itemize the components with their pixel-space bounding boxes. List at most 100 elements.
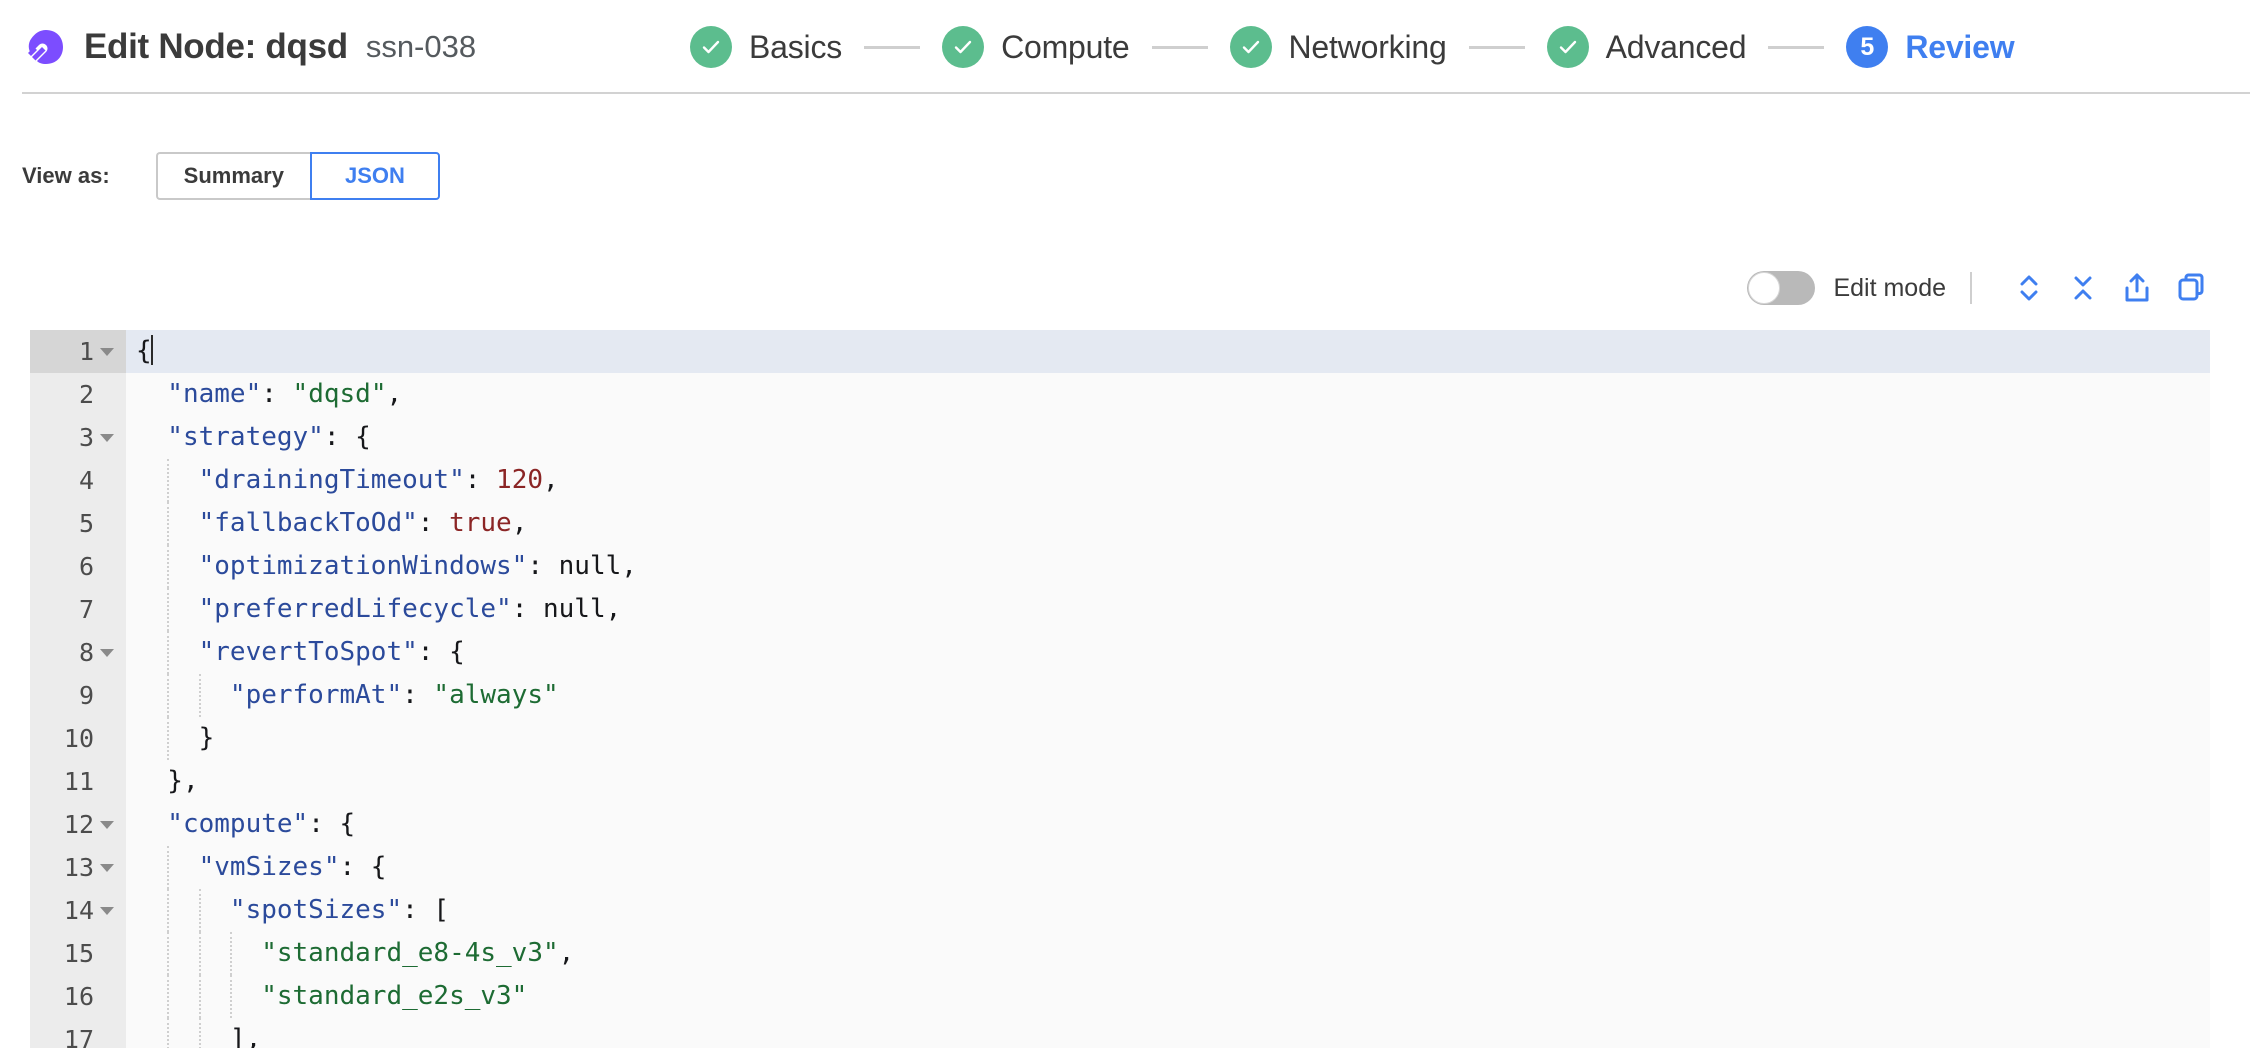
code-text: } bbox=[126, 717, 2210, 760]
line-gutter: 14 bbox=[30, 889, 126, 932]
line-gutter: 3 bbox=[30, 416, 126, 459]
json-token-punc: , bbox=[386, 379, 403, 409]
json-token-key: "revertToSpot" bbox=[136, 637, 418, 667]
line-gutter: 1 bbox=[30, 330, 126, 373]
json-token-str: "standard_e2s_v3" bbox=[136, 981, 528, 1011]
code-line[interactable]: 17 ], bbox=[30, 1018, 2210, 1048]
json-editor[interactable]: 1{2 "name": "dqsd",3 "strategy": {4 "dra… bbox=[30, 330, 2210, 1048]
indent-guide bbox=[167, 1018, 170, 1048]
json-token-key: "spotSizes" bbox=[136, 895, 403, 925]
code-line[interactable]: 14 "spotSizes": [ bbox=[30, 889, 2210, 932]
step-basics[interactable]: Basics bbox=[690, 26, 842, 68]
line-gutter: 9 bbox=[30, 674, 126, 717]
indent-guide bbox=[229, 932, 232, 975]
json-token-punc: , bbox=[558, 938, 575, 968]
copy-icon[interactable] bbox=[2170, 267, 2212, 309]
line-number: 7 bbox=[78, 595, 94, 624]
code-line[interactable]: 8 "revertToSpot": { bbox=[30, 631, 2210, 674]
json-token-punc: : { bbox=[417, 637, 465, 667]
indent-guide bbox=[167, 717, 170, 760]
edit-mode-toggle[interactable] bbox=[1747, 271, 1816, 305]
step-advanced-label: Advanced bbox=[1605, 28, 1747, 65]
indent-guide bbox=[198, 674, 201, 717]
line-number: 2 bbox=[78, 380, 94, 409]
step-review[interactable]: 5 Review bbox=[1846, 26, 2015, 68]
code-line[interactable]: 7 "preferredLifecycle": null, bbox=[30, 588, 2210, 631]
indent-guide bbox=[167, 545, 170, 588]
json-token-punc: : bbox=[402, 680, 434, 710]
export-icon[interactable] bbox=[2116, 267, 2158, 309]
fold-toggle-icon[interactable] bbox=[96, 906, 118, 915]
step-review-number-badge: 5 bbox=[1846, 26, 1889, 68]
line-gutter: 6 bbox=[30, 545, 126, 588]
code-line[interactable]: 11 }, bbox=[30, 760, 2210, 803]
json-token-punc: : { bbox=[323, 422, 371, 452]
fold-toggle-icon[interactable] bbox=[96, 648, 118, 657]
code-line[interactable]: 13 "vmSizes": { bbox=[30, 846, 2210, 889]
collapse-all-icon[interactable] bbox=[2062, 267, 2104, 309]
step-networking[interactable]: Networking bbox=[1229, 26, 1447, 68]
code-line[interactable]: 12 "compute": { bbox=[30, 803, 2210, 846]
page-title: Edit Node: dqsd bbox=[84, 27, 348, 66]
code-line[interactable]: 16 "standard_e2s_v3" bbox=[30, 975, 2210, 1018]
json-token-punc: , bbox=[621, 551, 637, 581]
step-connector-3 bbox=[1468, 45, 1525, 49]
code-text: "name": "dqsd", bbox=[126, 373, 2210, 416]
step-connector-2 bbox=[1151, 45, 1208, 49]
json-token-str: "always" bbox=[433, 680, 559, 710]
line-number: 3 bbox=[78, 423, 94, 452]
fold-toggle-icon[interactable] bbox=[96, 347, 118, 356]
json-token-punc: }, bbox=[136, 766, 199, 796]
line-gutter: 5 bbox=[30, 502, 126, 545]
indent-guide bbox=[167, 459, 170, 502]
code-text: "optimizationWindows": null, bbox=[126, 545, 2210, 588]
fold-toggle-icon[interactable] bbox=[96, 863, 118, 872]
code-line[interactable]: 5 "fallbackToOd": true, bbox=[30, 502, 2210, 545]
line-number: 5 bbox=[78, 509, 94, 538]
line-number: 9 bbox=[78, 681, 94, 710]
code-text: "preferredLifecycle": null, bbox=[126, 588, 2210, 631]
line-number: 6 bbox=[78, 552, 94, 581]
json-token-punc: , bbox=[511, 508, 528, 538]
header-title-group: Edit Node: dqsd ssn-038 bbox=[0, 24, 476, 70]
code-text: ], bbox=[126, 1018, 2210, 1048]
json-token-punc: : bbox=[527, 551, 559, 581]
code-line[interactable]: 9 "performAt": "always" bbox=[30, 674, 2210, 717]
view-as-json-button[interactable]: JSON bbox=[309, 152, 440, 200]
view-as-segmented-control[interactable]: Summary JSON bbox=[155, 152, 440, 200]
fold-toggle-icon[interactable] bbox=[96, 433, 118, 442]
expand-all-icon[interactable] bbox=[2008, 267, 2050, 309]
json-token-punc: , bbox=[605, 594, 622, 624]
step-review-label: Review bbox=[1905, 28, 2015, 65]
json-token-key: "strategy" bbox=[136, 422, 324, 452]
json-token-punc: : bbox=[261, 379, 293, 409]
code-line[interactable]: 4 "drainingTimeout": 120, bbox=[30, 459, 2210, 502]
code-line[interactable]: 3 "strategy": { bbox=[30, 416, 2210, 459]
code-line[interactable]: 1{ bbox=[30, 330, 2210, 373]
line-gutter: 10 bbox=[30, 717, 126, 760]
code-line[interactable]: 2 "name": "dqsd", bbox=[30, 373, 2210, 416]
line-number: 13 bbox=[63, 853, 94, 882]
indent-guide bbox=[167, 932, 170, 975]
step-advanced[interactable]: Advanced bbox=[1546, 26, 1747, 68]
step-compute[interactable]: Compute bbox=[942, 26, 1130, 68]
view-as-summary-button[interactable]: Summary bbox=[155, 152, 310, 200]
view-as-row: View as: Summary JSON bbox=[22, 152, 440, 200]
indent-guide bbox=[198, 932, 201, 975]
code-line[interactable]: 10 } bbox=[30, 717, 2210, 760]
line-number: 15 bbox=[63, 939, 94, 968]
code-line[interactable]: 6 "optimizationWindows": null, bbox=[30, 545, 2210, 588]
fold-toggle-icon[interactable] bbox=[96, 820, 118, 829]
code-text: "compute": { bbox=[126, 803, 2210, 846]
indent-guide bbox=[167, 631, 170, 674]
code-text: }, bbox=[126, 760, 2210, 803]
code-text: { bbox=[126, 330, 2210, 373]
indent-guide bbox=[167, 502, 170, 545]
line-gutter: 17 bbox=[30, 1018, 126, 1048]
indent-guide bbox=[167, 889, 170, 932]
step-networking-check-icon bbox=[1229, 26, 1272, 68]
code-line[interactable]: 15 "standard_e8-4s_v3", bbox=[30, 932, 2210, 975]
wizard-stepper: Basics Compute Networking Advanced bbox=[690, 0, 2015, 94]
code-text: "vmSizes": { bbox=[126, 846, 2210, 889]
json-token-key: "fallbackToOd" bbox=[136, 508, 418, 538]
